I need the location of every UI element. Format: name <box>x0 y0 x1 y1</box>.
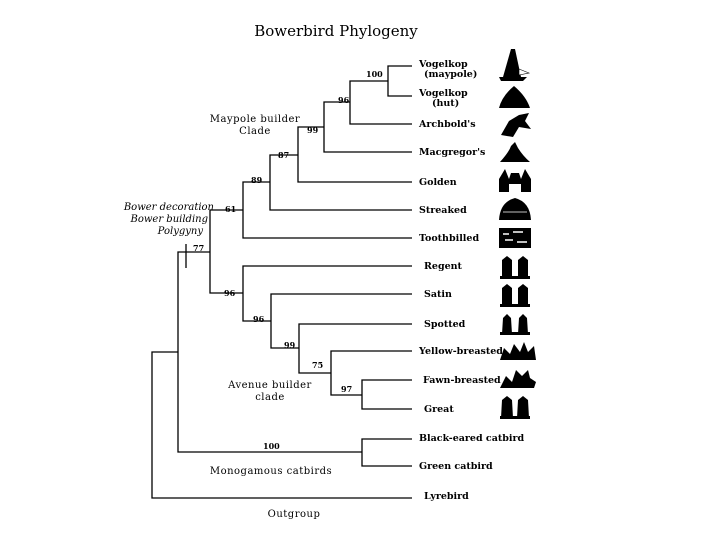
taxon-label: Fawn-breasted <box>423 375 501 386</box>
streaked-bower-icon <box>499 198 531 220</box>
avenue-clade-label: Avenue builder <box>227 380 312 391</box>
taxon-label: Lyrebird <box>424 491 469 502</box>
clade-labels: Maypole builder Clade Avenue builder cla… <box>210 114 332 520</box>
taxon-labels: Vogelkop (maypole) Vogelkop (hut) Archbo… <box>418 59 525 502</box>
branch <box>297 126 412 183</box>
branch <box>151 351 412 499</box>
taxon-label: Green catbird <box>419 461 493 472</box>
taxon-label: Yellow-breasted <box>418 346 503 357</box>
avenue-bower-icon <box>500 314 530 335</box>
taxon-label: Streaked <box>419 205 467 216</box>
support-value: 100 <box>366 69 383 79</box>
support-value: 96 <box>338 95 350 105</box>
trait-label: Bower decoration <box>123 202 214 213</box>
support-values: 100 96 99 87 89 61 77 96 96 99 75 97 100 <box>193 69 383 451</box>
taxon-label: Vogelkop <box>418 88 468 99</box>
catbirds-clade-label: Monogamous catbirds <box>210 466 332 477</box>
maypole-clade-label: Maypole builder <box>210 114 300 125</box>
taxon-label: Spotted <box>424 319 466 330</box>
maypole-bower-icon <box>499 49 531 81</box>
support-value: 77 <box>193 243 204 253</box>
avenue-clade-label: clade <box>255 392 285 403</box>
branch <box>387 65 412 97</box>
taxon-label: (hut) <box>432 98 459 109</box>
support-value: 99 <box>284 340 296 350</box>
bower-silhouettes <box>499 49 536 419</box>
taxon-label: Regent <box>424 261 463 272</box>
outgroup-label: Outgroup <box>268 509 321 520</box>
branch <box>209 209 243 294</box>
taxon-label: Black-eared catbird <box>419 433 525 444</box>
branch <box>177 251 362 453</box>
trait-label: Polygyny <box>157 226 204 237</box>
support-value: 89 <box>251 175 263 185</box>
avenue-bower-icon <box>500 284 530 307</box>
taxon-label: Toothbilled <box>419 233 479 244</box>
support-value: 97 <box>341 384 352 394</box>
avenue-bower-icon <box>500 256 530 279</box>
support-value: 100 <box>263 441 280 451</box>
branch <box>323 101 412 153</box>
avenue-bower-icon <box>500 396 530 419</box>
archbold-bower-icon <box>501 113 531 137</box>
trait-annotations: Bower decoration Bower building Polygyny <box>123 202 214 237</box>
support-value: 87 <box>278 150 289 160</box>
taxon-label: Vogelkop <box>418 59 468 70</box>
toothbilled-court-icon <box>499 228 531 248</box>
branch <box>349 80 412 125</box>
tree-branches <box>151 65 412 499</box>
macgregor-bower-icon <box>500 142 530 162</box>
branch <box>361 379 412 410</box>
trait-label: Bower building <box>130 214 209 225</box>
taxon-label: Macgregor's <box>419 147 485 158</box>
hut-bower-icon <box>499 86 530 108</box>
maypole-clade-label: Clade <box>239 126 271 137</box>
support-value: 96 <box>224 288 236 298</box>
taxon-label: Archbold's <box>418 119 476 130</box>
taxon-label: (maypole) <box>424 69 477 80</box>
support-value: 75 <box>312 360 323 370</box>
taxon-label: Satin <box>424 289 452 300</box>
taxon-label: Great <box>424 404 454 415</box>
support-value: 61 <box>225 204 236 214</box>
figure-title: Bowerbird Phylogeny <box>254 22 418 40</box>
golden-bower-icon <box>499 169 531 192</box>
platform-bower-icon <box>500 370 536 388</box>
platform-bower-icon <box>500 342 536 360</box>
branch <box>361 438 412 467</box>
support-value: 96 <box>253 314 265 324</box>
support-value: 99 <box>307 125 319 135</box>
taxon-label: Golden <box>419 177 457 188</box>
